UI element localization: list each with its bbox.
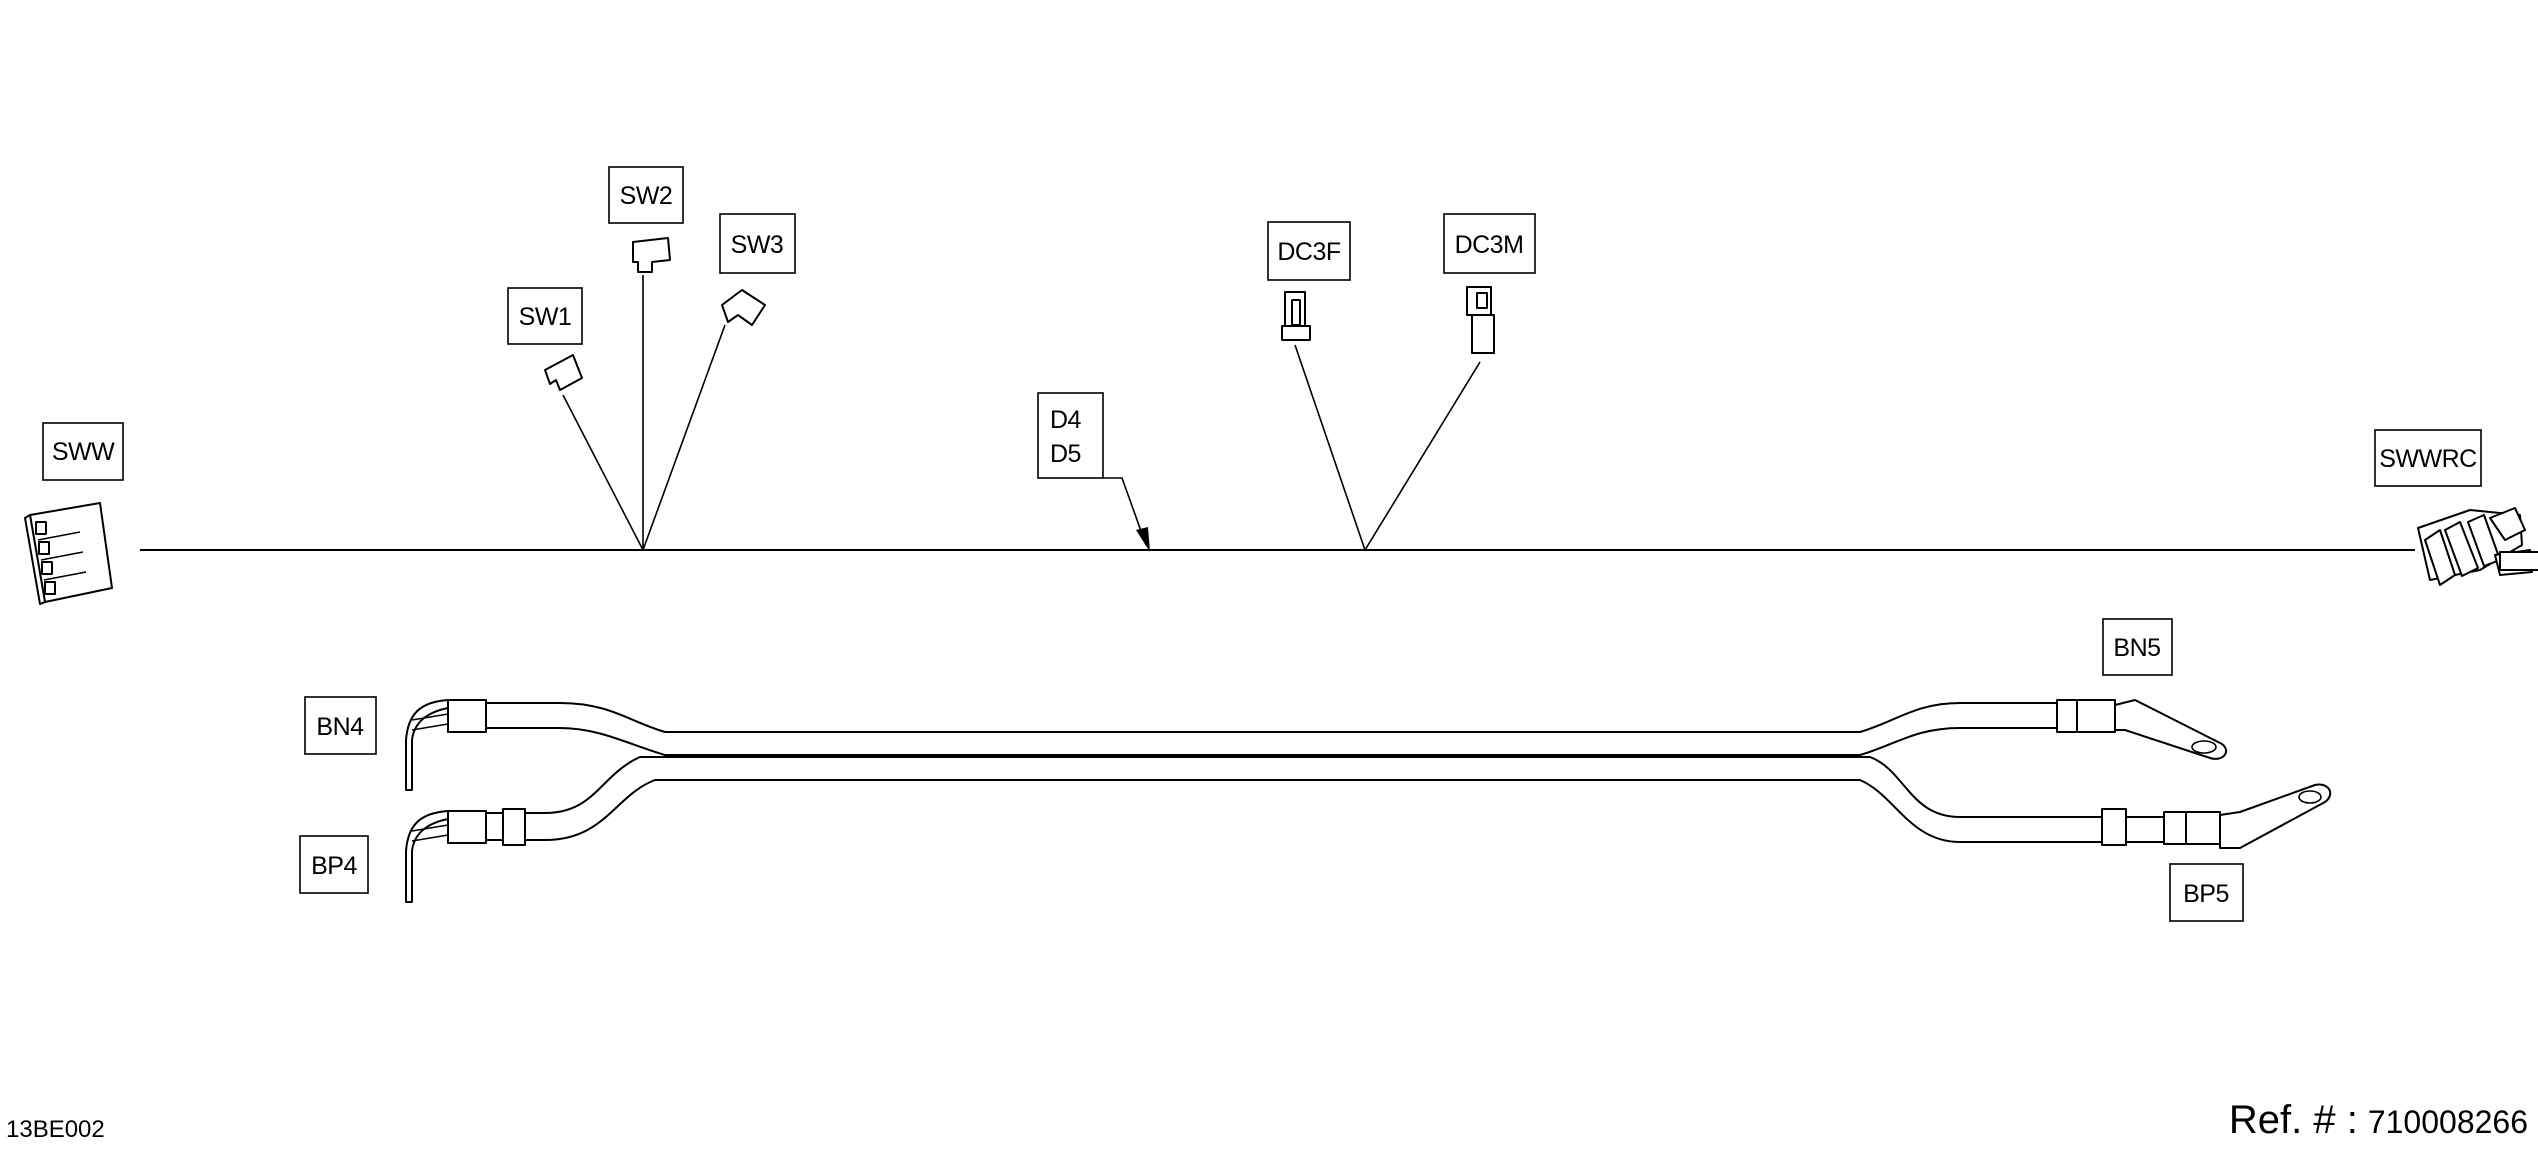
label-dc3f: DC3F xyxy=(1267,221,1351,281)
label-d4-text: D4 xyxy=(1050,406,1082,434)
reference-label: Ref. # : xyxy=(2228,1098,2358,1142)
label-d4-d5: D4 D5 xyxy=(1037,392,1104,479)
d4-d5-arrowhead xyxy=(1136,527,1150,552)
sw3-connector xyxy=(721,289,766,326)
label-dc3m: DC3M xyxy=(1443,213,1536,274)
label-bp4: BP4 xyxy=(299,835,369,894)
label-sw3-text: SW3 xyxy=(731,231,784,259)
label-swwrc-text: SWWRC xyxy=(2379,445,2477,473)
label-dc3f-text: DC3F xyxy=(1277,238,1341,266)
dc3f-branch-line xyxy=(1294,344,1366,551)
label-sw1: SW1 xyxy=(507,287,583,345)
bn-cable xyxy=(405,699,2228,791)
label-sw1-text: SW1 xyxy=(519,303,572,331)
sww-connector xyxy=(24,502,113,605)
label-dc3m-text: DC3M xyxy=(1455,231,1524,259)
label-sww-text: SWW xyxy=(52,438,115,466)
label-bn5-text: BN5 xyxy=(2113,634,2160,662)
label-d5-text: D5 xyxy=(1050,440,1081,468)
dc3m-connector xyxy=(1466,286,1495,354)
swwrc-connector xyxy=(2417,507,2538,586)
label-bp4-text: BP4 xyxy=(311,852,357,880)
label-bp5: BP5 xyxy=(2169,863,2244,922)
label-sww: SWW xyxy=(42,422,124,481)
sw1-connector xyxy=(544,354,583,391)
label-bn4: BN4 xyxy=(304,696,377,755)
label-sw3: SW3 xyxy=(719,213,796,274)
reference-number: Ref. # :710008266 xyxy=(2229,1098,2528,1143)
d4-d5-leader xyxy=(1103,477,1147,546)
label-sw2-text: SW2 xyxy=(620,182,673,210)
bp-cable xyxy=(405,756,2332,903)
dc3m-branch-line xyxy=(1364,361,1481,551)
sw3-branch-line xyxy=(642,324,726,551)
drawing-id: 13BE002 xyxy=(6,1116,105,1143)
dc3f-connector xyxy=(1281,291,1311,341)
label-bp5-text: BP5 xyxy=(2183,880,2229,908)
label-swwrc: SWWRC xyxy=(2374,429,2482,487)
label-sw2: SW2 xyxy=(608,166,684,224)
sw2-connector xyxy=(632,237,671,273)
sw1-branch-line xyxy=(562,394,644,551)
label-bn5: BN5 xyxy=(2102,618,2173,676)
label-bn4-text: BN4 xyxy=(316,713,364,741)
reference-value: 710008266 xyxy=(2367,1104,2528,1140)
